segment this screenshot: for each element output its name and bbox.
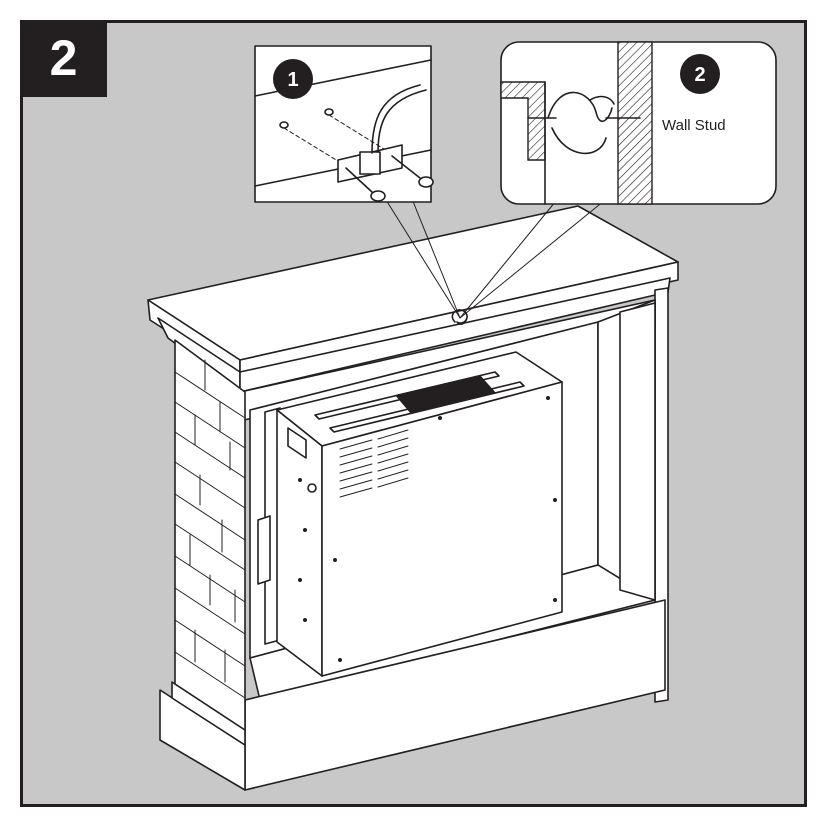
callout-1-number-text: 1 <box>287 69 298 91</box>
step-number-badge: 2 <box>20 20 107 97</box>
callout-2 <box>500 41 777 205</box>
wall-stud-label: Wall Stud <box>662 117 726 134</box>
callout-2-number: 2 <box>680 54 720 94</box>
wire-connection <box>375 183 611 325</box>
callout-2-number-text: 2 <box>694 64 705 86</box>
callout-1-number: 1 <box>273 59 313 99</box>
firebox-insert <box>257 351 563 677</box>
stone-pillar <box>174 339 246 731</box>
